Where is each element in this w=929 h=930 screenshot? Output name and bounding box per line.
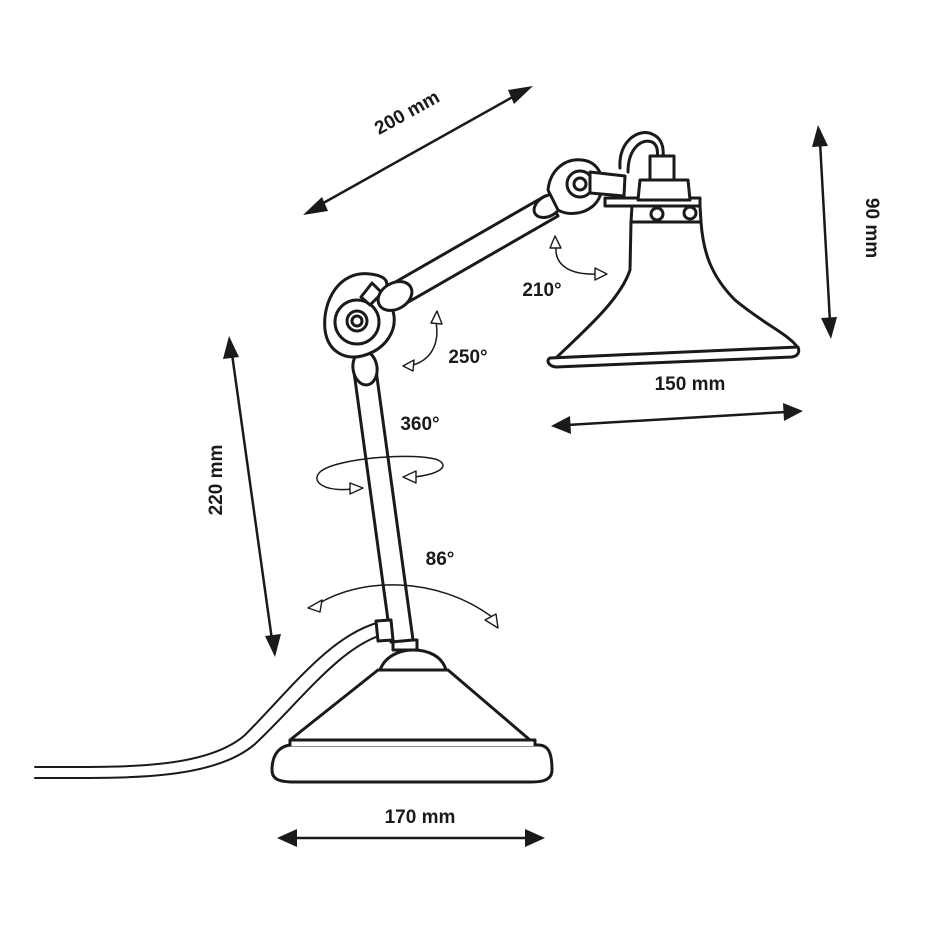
rotation-shade-arrow	[549, 235, 608, 281]
label-arm-length: 200 mm	[371, 87, 443, 140]
label-rotation-tilt: 86°	[426, 549, 455, 570]
elbow-joint	[323, 272, 396, 359]
lamp-base	[270, 638, 554, 784]
dim-base-diameter	[277, 829, 545, 847]
label-rotation-shade: 210°	[522, 280, 561, 301]
label-rotation-swivel: 360°	[400, 414, 439, 435]
label-base-diameter: 170 mm	[385, 807, 456, 828]
power-cable	[34, 621, 386, 780]
dim-shade-height	[812, 125, 837, 339]
rotation-elbow-arrow	[402, 310, 443, 372]
rotation-swivel-arrow	[316, 455, 444, 495]
dim-arm-length	[303, 86, 533, 215]
dim-stem-height	[223, 336, 281, 657]
rotation-tilt-arrow	[307, 584, 499, 629]
label-shade-diameter: 150 mm	[655, 374, 726, 395]
head-joint	[546, 158, 702, 215]
label-shade-height: 90 mm	[861, 198, 882, 258]
label-stem-height: 220 mm	[206, 445, 227, 516]
dim-shade-diameter	[551, 403, 803, 434]
lamp-shade	[546, 131, 801, 369]
lamp-stem	[351, 349, 415, 644]
label-rotation-elbow: 250°	[448, 347, 487, 368]
lamp-arm	[376, 193, 564, 312]
